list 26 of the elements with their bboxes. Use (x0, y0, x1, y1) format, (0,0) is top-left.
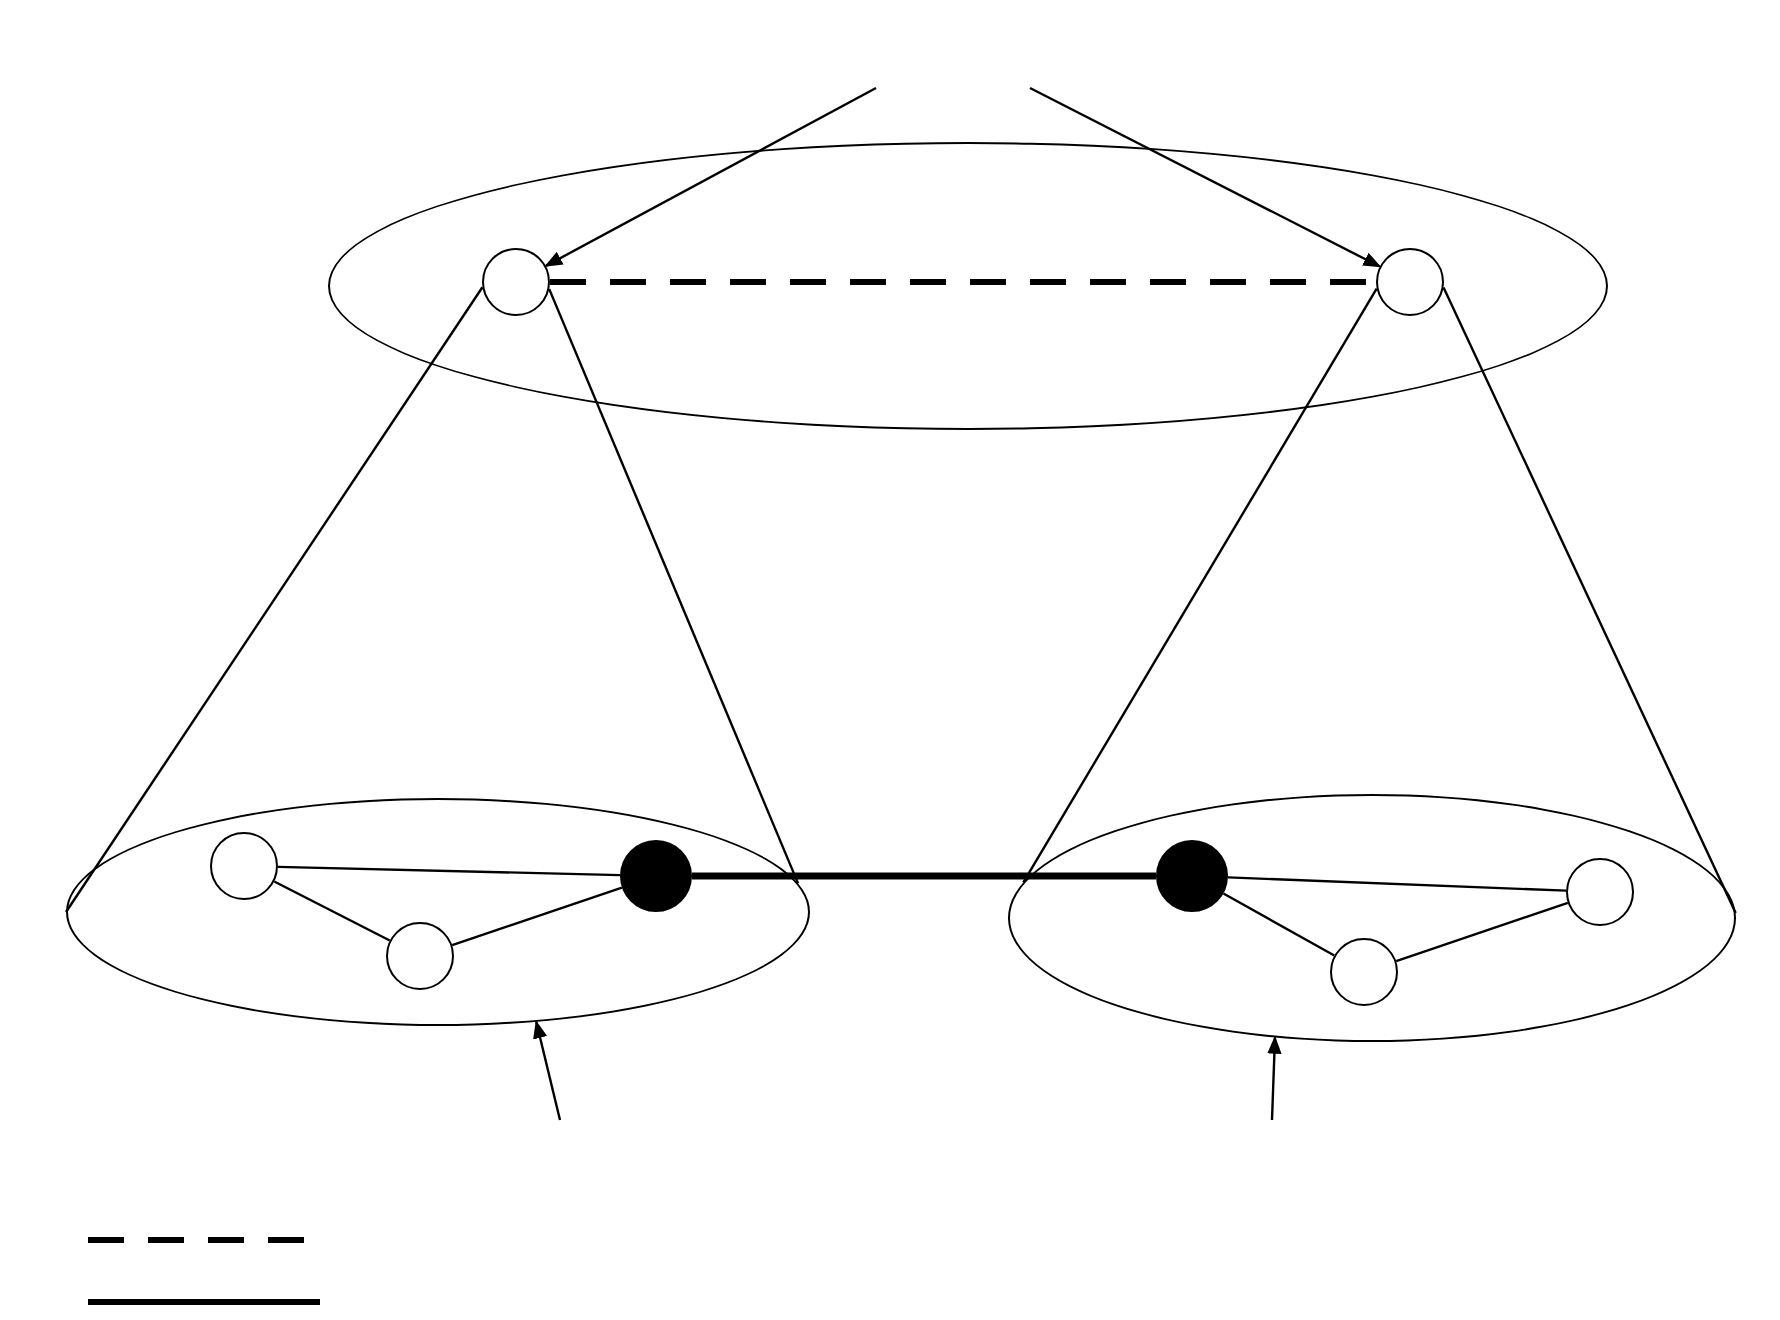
node-circle (1329, 937, 1398, 1006)
connector-line (1022, 288, 1378, 883)
node-circle (1565, 857, 1634, 926)
connector-line (692, 872, 1156, 880)
connector-line (1442, 287, 1737, 914)
filled-node-circle (1155, 839, 1228, 912)
ellipse-region (1008, 794, 1736, 1042)
connector-line (451, 886, 623, 947)
connector-line (277, 865, 621, 877)
arrow (544, 86, 877, 267)
connector-line (1227, 876, 1567, 892)
ellipse-region (66, 798, 810, 1026)
arrow (1267, 1035, 1282, 1121)
ellipse-region (328, 142, 1608, 430)
node-circle (385, 921, 454, 990)
connector-line (65, 286, 484, 913)
node-circle (1375, 247, 1444, 316)
filled-node-circle (619, 839, 692, 912)
connector-line (1395, 901, 1569, 963)
node-circle (209, 831, 278, 900)
arrow (533, 1020, 562, 1121)
connector-line (273, 880, 391, 942)
connector-line (1222, 892, 1335, 957)
connector-line (548, 288, 800, 884)
node-circle (481, 247, 550, 316)
arrow (1029, 86, 1382, 268)
